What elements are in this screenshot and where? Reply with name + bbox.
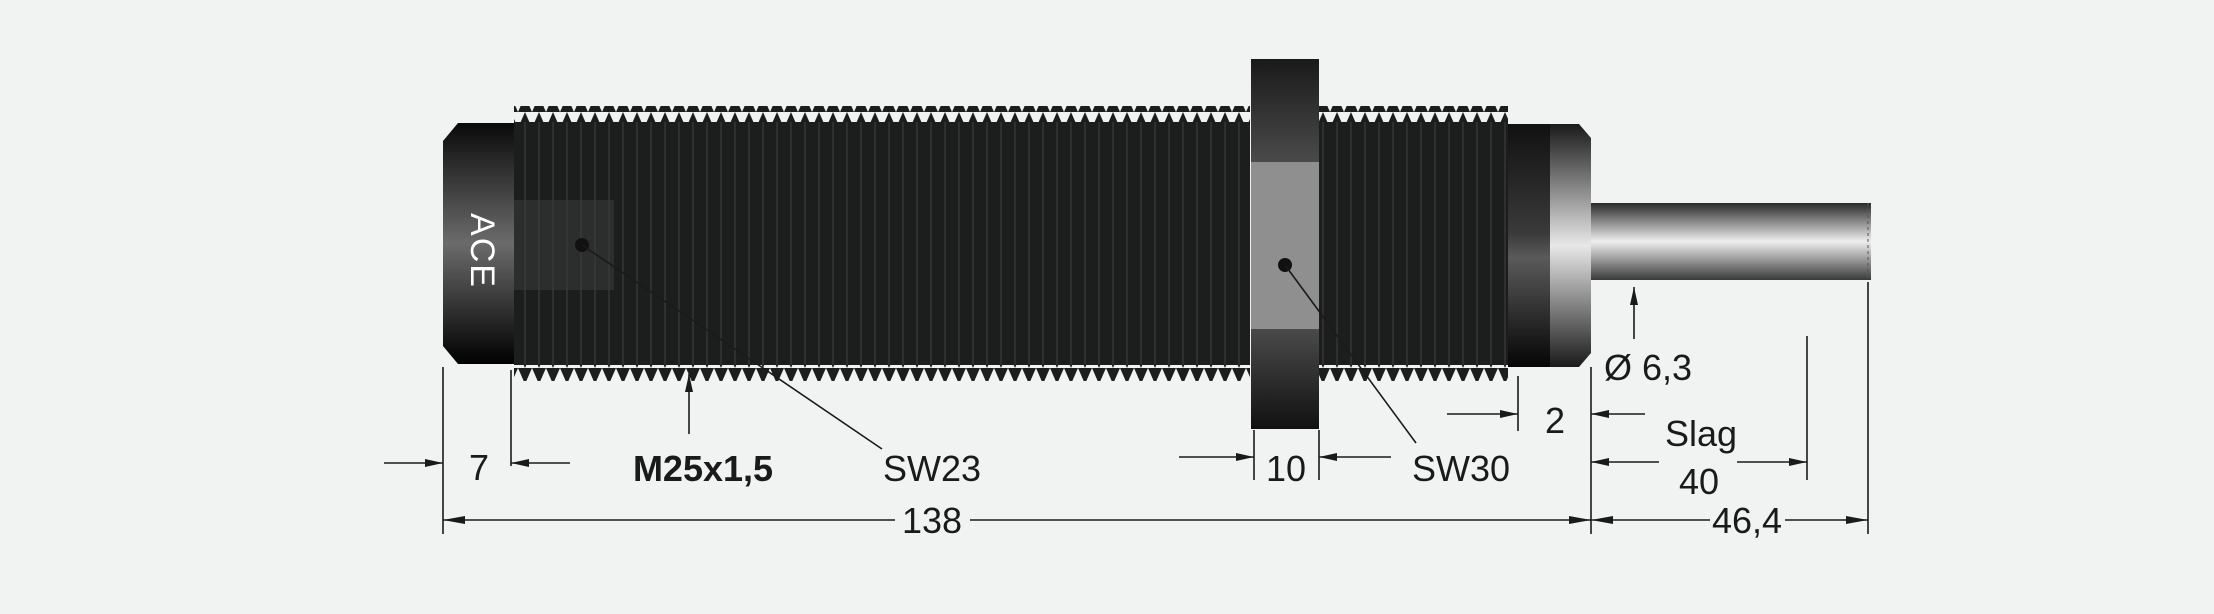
- threaded-body: [514, 106, 1508, 381]
- front-cap: ACE: [443, 123, 514, 364]
- end-cap: [1508, 124, 1591, 367]
- leader-sw23: [575, 238, 883, 450]
- dim-stroke: 40: [1679, 461, 1719, 502]
- brand-logo: ACE: [463, 213, 501, 289]
- arrowheads: [425, 287, 1868, 524]
- dim-body-length: 138: [902, 500, 962, 541]
- dim-nut-width: 10: [1266, 448, 1306, 489]
- leader-sw30: [1278, 258, 1417, 444]
- stroke-label: Slag: [1665, 413, 1737, 454]
- rod-diameter-label: Ø 6,3: [1604, 347, 1692, 388]
- wrench-size-nut: SW30: [1412, 448, 1510, 489]
- dim-rod-extension: 46,4: [1712, 500, 1782, 541]
- hex-nut: [1251, 59, 1319, 429]
- dim-cap-length: 7: [469, 447, 489, 488]
- piston-rod: [1591, 203, 1871, 280]
- wrench-size-front: SW23: [883, 448, 981, 489]
- dim-end-step: 2: [1545, 400, 1565, 441]
- thread-label: M25x1,5: [633, 448, 773, 489]
